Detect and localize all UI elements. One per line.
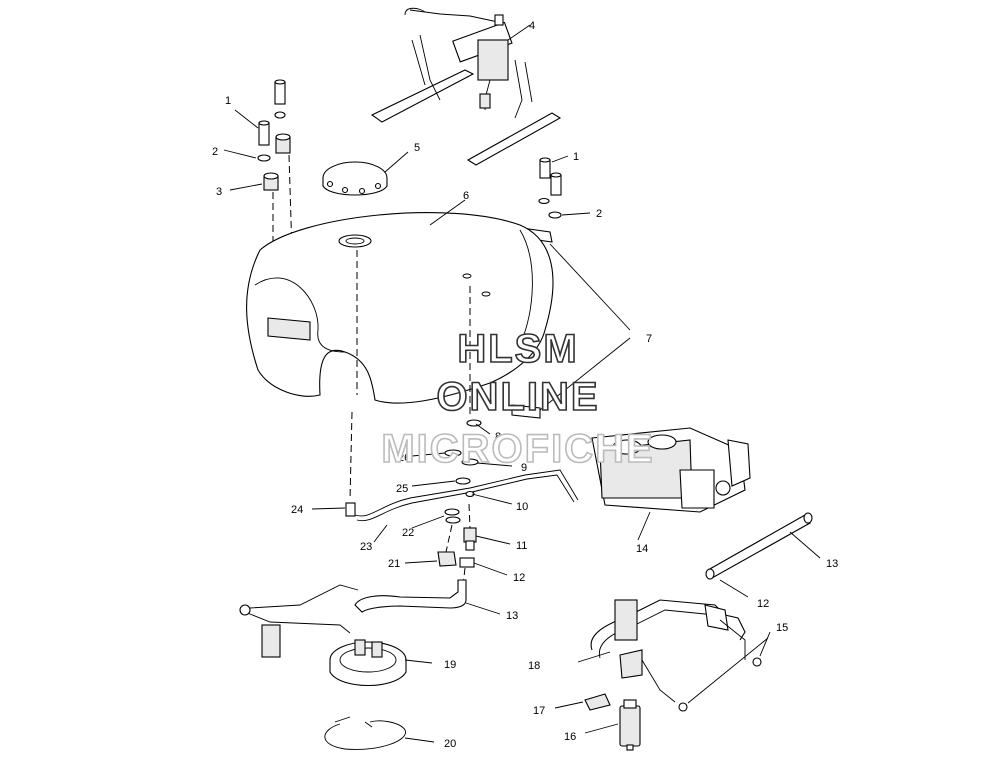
fuel-rail-tube <box>705 512 821 598</box>
callout-21: 21 <box>388 558 400 570</box>
callout-11: 11 <box>516 540 527 552</box>
injector-and-clips <box>554 631 771 751</box>
callout-25: 25 <box>396 483 408 495</box>
callout-13b: 13 <box>506 610 518 622</box>
fuel-line-assembly <box>345 419 579 596</box>
callout-12a: 12 <box>513 572 525 584</box>
fuel-rail <box>577 599 746 703</box>
callout-12b: 12 <box>757 598 769 610</box>
callout-13a: 13 <box>826 558 838 570</box>
left-mounting-hardware <box>223 79 295 319</box>
throttle-body <box>591 427 751 541</box>
watermark-line-1: HLSM <box>457 327 578 371</box>
leader-lines <box>311 423 513 576</box>
callout-19: 19 <box>444 659 456 671</box>
fuel-pump-assembly <box>370 7 562 166</box>
callout-10: 10 <box>516 501 528 513</box>
fuel-hose <box>354 579 501 615</box>
callout-18: 18 <box>528 660 540 672</box>
watermark-line-2: ONLINE <box>436 375 599 419</box>
callout-numbers: 1 2 3 4 5 6 1 2 7 8 26 9 25 10 24 22 23 … <box>212 20 838 750</box>
callout-6: 6 <box>463 190 469 202</box>
callout-15: 15 <box>776 622 788 634</box>
mounting-brackets <box>349 243 631 501</box>
callout-14: 14 <box>636 543 648 555</box>
callout-16: 16 <box>564 731 576 743</box>
callout-8: 8 <box>495 431 501 443</box>
watermark-line-3: MICROFICHE <box>381 427 654 471</box>
callout-9: 9 <box>521 462 527 474</box>
callout-2b: 2 <box>596 208 602 220</box>
callout-20: 20 <box>444 738 456 750</box>
callout-4: 4 <box>529 20 535 32</box>
fuel-tank <box>246 199 554 404</box>
callout-23: 23 <box>360 541 372 553</box>
watermark: HLSM ONLINE MICROFICHE <box>381 326 654 472</box>
snap-ring <box>324 716 435 750</box>
callout-7: 7 <box>646 333 652 345</box>
callout-2a: 2 <box>212 146 218 158</box>
callout-24: 24 <box>291 504 303 516</box>
callout-3: 3 <box>216 186 222 198</box>
callout-1a: 1 <box>225 95 231 107</box>
callout-26: 26 <box>398 452 410 464</box>
fuel-cap <box>322 151 409 196</box>
callout-5: 5 <box>414 142 420 154</box>
right-mounting-hardware <box>521 155 591 243</box>
fuel-sender <box>239 584 433 687</box>
callout-22: 22 <box>402 527 414 539</box>
callout-17: 17 <box>533 705 545 717</box>
callout-1b: 1 <box>573 151 579 163</box>
